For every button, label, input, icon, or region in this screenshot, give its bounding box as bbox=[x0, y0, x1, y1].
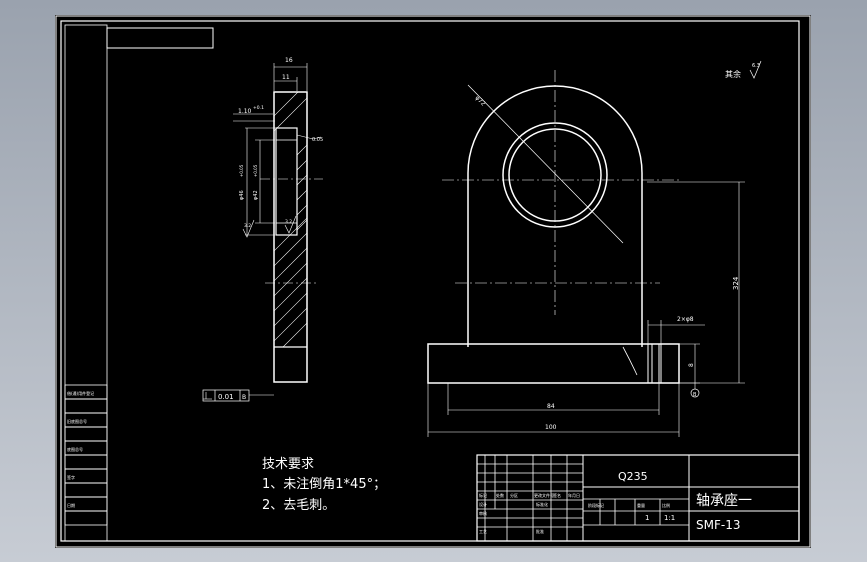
base-plate bbox=[427, 343, 680, 384]
notes-line-2: 2、去毛刺。 bbox=[262, 498, 335, 513]
diag-dim-line bbox=[467, 84, 624, 244]
material-text: Q235 bbox=[618, 470, 648, 483]
side-outline bbox=[273, 91, 308, 383]
dim-overall-width: 100 bbox=[545, 424, 557, 431]
notes-line-1: 1、未注倒角1*45°； bbox=[262, 477, 386, 492]
inner-border bbox=[60, 20, 800, 542]
drawing-number: SMF-13 bbox=[696, 518, 740, 532]
stage-label: 阶段标记 bbox=[588, 502, 604, 508]
side-row-2: 旧底图总号 bbox=[67, 418, 87, 424]
notes-title: 技术要求 bbox=[262, 457, 314, 472]
dim-recess-tol: +0.1 bbox=[253, 105, 264, 111]
sheet-background bbox=[55, 15, 811, 548]
tech-notes: 技术要求 1、未注倒角1*45°； 2、去毛刺。 bbox=[262, 457, 386, 513]
hdr-count: 处数 bbox=[496, 492, 504, 498]
hdr-mark: 标记 bbox=[479, 492, 487, 498]
flatness-frame bbox=[202, 389, 250, 402]
side-row-4: 签字 bbox=[67, 474, 75, 480]
dim-top-outer: 16 bbox=[285, 57, 293, 64]
dim-dia-outer-tol: +0.05 bbox=[239, 164, 244, 177]
row-std: 标准化 bbox=[536, 501, 548, 507]
part-name: 轴承座一 bbox=[696, 493, 752, 509]
drawing-sheet: 16 11 1.10 +0.1 φ46 +0.05 φ42 +0.05 0.05… bbox=[55, 15, 811, 548]
scale-value: 1:1 bbox=[664, 514, 675, 522]
datum-b-marker: B bbox=[693, 392, 697, 398]
other-roughness-label: 其余 bbox=[725, 69, 741, 79]
hdr-sign: 签名 bbox=[553, 492, 561, 498]
roughness-right-value: 3.2 bbox=[285, 219, 292, 225]
dim-dia-inner-tol: +0.05 bbox=[253, 164, 258, 177]
dim-height: 324 bbox=[732, 276, 740, 290]
dim-dia-outer: φ46 bbox=[239, 190, 245, 200]
qty-value: 1 bbox=[645, 514, 649, 522]
left-strip bbox=[64, 24, 108, 542]
side-row-3: 底图总号 bbox=[67, 446, 83, 452]
dim-top-inner: 11 bbox=[282, 74, 290, 81]
roughness-right-symbol bbox=[284, 215, 297, 234]
bore-outer-circle bbox=[502, 122, 608, 228]
flatness-datum: B bbox=[242, 394, 246, 401]
side-table bbox=[64, 384, 108, 526]
dim-bore-tol: 0.05 bbox=[312, 137, 323, 143]
dim-dia-inner: φ42 bbox=[253, 190, 259, 200]
side-bore bbox=[275, 127, 298, 236]
title-block bbox=[476, 454, 800, 542]
roughness-left-symbol bbox=[242, 219, 255, 238]
scale-label: 比例 bbox=[662, 502, 670, 508]
row-check: 审核 bbox=[479, 510, 487, 516]
dim-holes: 2×φ8 bbox=[677, 316, 694, 323]
roughness-left-value: 3.2 bbox=[244, 223, 251, 229]
dim-recess-depth: 1.10 bbox=[238, 108, 252, 115]
flatness-value: 0.01 bbox=[218, 393, 234, 401]
dim-base-height: 8 bbox=[688, 363, 695, 367]
front-view bbox=[427, 60, 762, 437]
side-row-1: 借(通)用件登记 bbox=[67, 390, 94, 396]
row-design: 设计 bbox=[479, 501, 487, 507]
weight-label: 重量 bbox=[637, 502, 645, 508]
side-hatch bbox=[274, 92, 307, 347]
dim-inner-width: 84 bbox=[547, 403, 555, 410]
other-roughness-symbol bbox=[749, 60, 762, 79]
hdr-date: 年月日 bbox=[568, 492, 580, 498]
hdr-file: 更改文件号 bbox=[534, 492, 554, 498]
other-roughness-value: 6.3 bbox=[752, 63, 760, 69]
row-approve: 批准 bbox=[536, 528, 544, 534]
row-craft: 工艺 bbox=[479, 529, 487, 534]
side-section-view bbox=[202, 63, 323, 402]
side-row-5: 日期 bbox=[67, 502, 75, 508]
outer-border bbox=[55, 15, 811, 548]
hdr-zone: 分区 bbox=[510, 492, 518, 498]
